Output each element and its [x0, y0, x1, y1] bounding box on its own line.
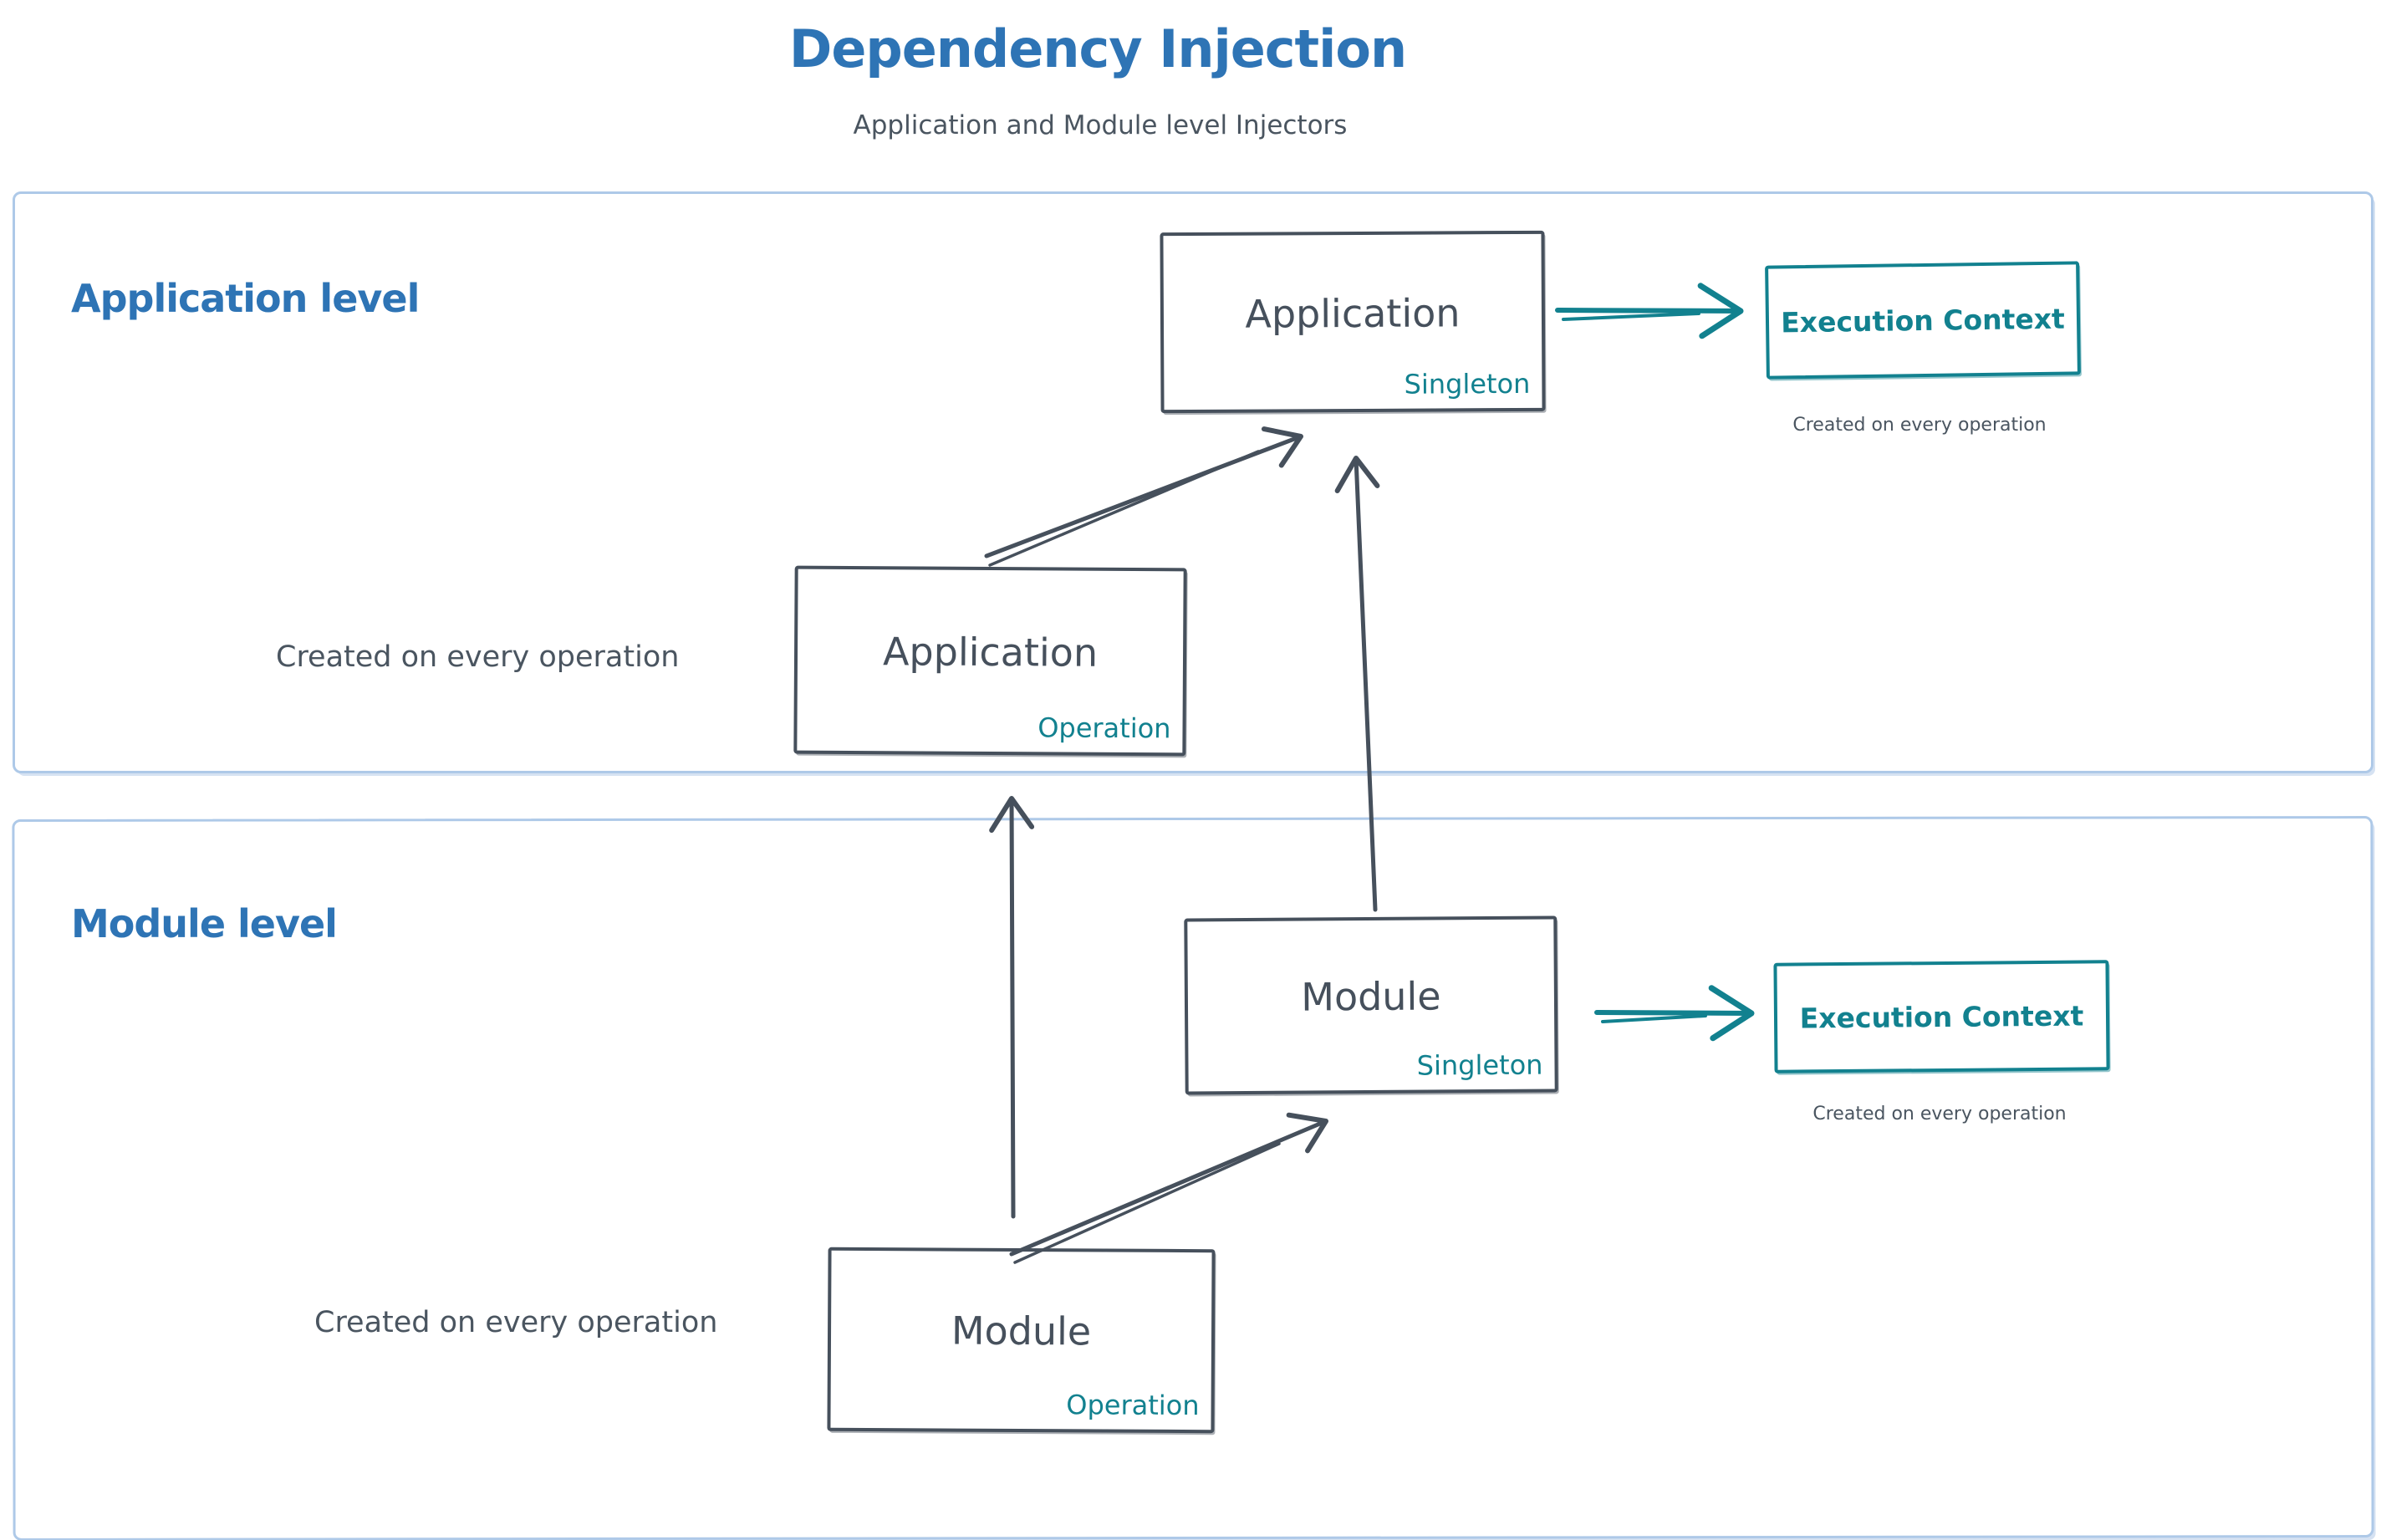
module-execution-note: Created on every operation — [1812, 1104, 2067, 1124]
module-operation-note: Created on every operation — [314, 1306, 718, 1339]
application-singleton-scope: Singleton — [1404, 367, 1531, 400]
module-execution-context-label: Execution Context — [1799, 999, 2084, 1034]
diagram-subtitle: Application and Module level Injectors — [853, 110, 1348, 140]
application-operation-box: Application Operation — [793, 565, 1187, 757]
application-singleton-box: Application Singleton — [1160, 230, 1546, 414]
application-level-label: Application level — [71, 276, 420, 321]
application-execution-note: Created on every operation — [1792, 415, 2047, 436]
application-execution-context-label: Execution Context — [1780, 302, 2066, 339]
module-operation-scope: Operation — [1066, 1389, 1200, 1422]
module-operation-title: Module — [951, 1308, 1092, 1354]
module-singleton-scope: Singleton — [1416, 1048, 1543, 1082]
module-operation-box: Module Operation — [827, 1247, 1216, 1434]
application-operation-note: Created on every operation — [276, 640, 680, 674]
application-operation-scope: Operation — [1038, 711, 1171, 745]
module-singleton-title: Module — [1301, 973, 1441, 1020]
module-level-label: Module level — [71, 901, 338, 946]
module-execution-context-box: Execution Context — [1773, 960, 2110, 1073]
application-execution-context-box: Execution Context — [1765, 261, 2081, 380]
module-singleton-box: Module Singleton — [1184, 915, 1558, 1095]
application-singleton-title: Application — [1245, 289, 1461, 337]
diagram-title: Dependency Injection — [788, 18, 1407, 79]
application-operation-title: Application — [882, 628, 1099, 676]
